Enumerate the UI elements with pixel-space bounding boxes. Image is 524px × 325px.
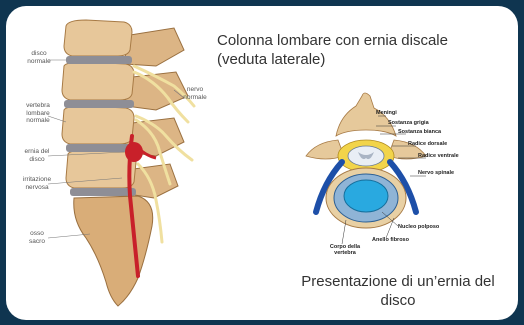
content-card: disco normale vertebra lombare normale e… bbox=[6, 6, 518, 320]
label-corpo-della-vertebra: Corpo della vertebra bbox=[328, 244, 362, 256]
label-radice-ventrale: Radice ventrale bbox=[418, 153, 459, 159]
section-caption: Presentazione di un’ernia del disco bbox=[293, 272, 503, 310]
label-sostanza-grigia: Sostanza grigia bbox=[388, 120, 429, 126]
label-nucleo-polposo: Nucleo polposo bbox=[398, 224, 439, 230]
label-sostanza-bianca: Sostanza bianca bbox=[398, 129, 441, 135]
nucleus-pulposus bbox=[344, 180, 388, 212]
label-meningi: Meningi bbox=[376, 110, 397, 116]
label-nervo-spinale: Nervo spinale bbox=[418, 170, 454, 176]
label-radice-dorsale: Radice dorsale bbox=[408, 141, 447, 147]
label-anello-fibroso: Anello fibroso bbox=[372, 237, 409, 243]
